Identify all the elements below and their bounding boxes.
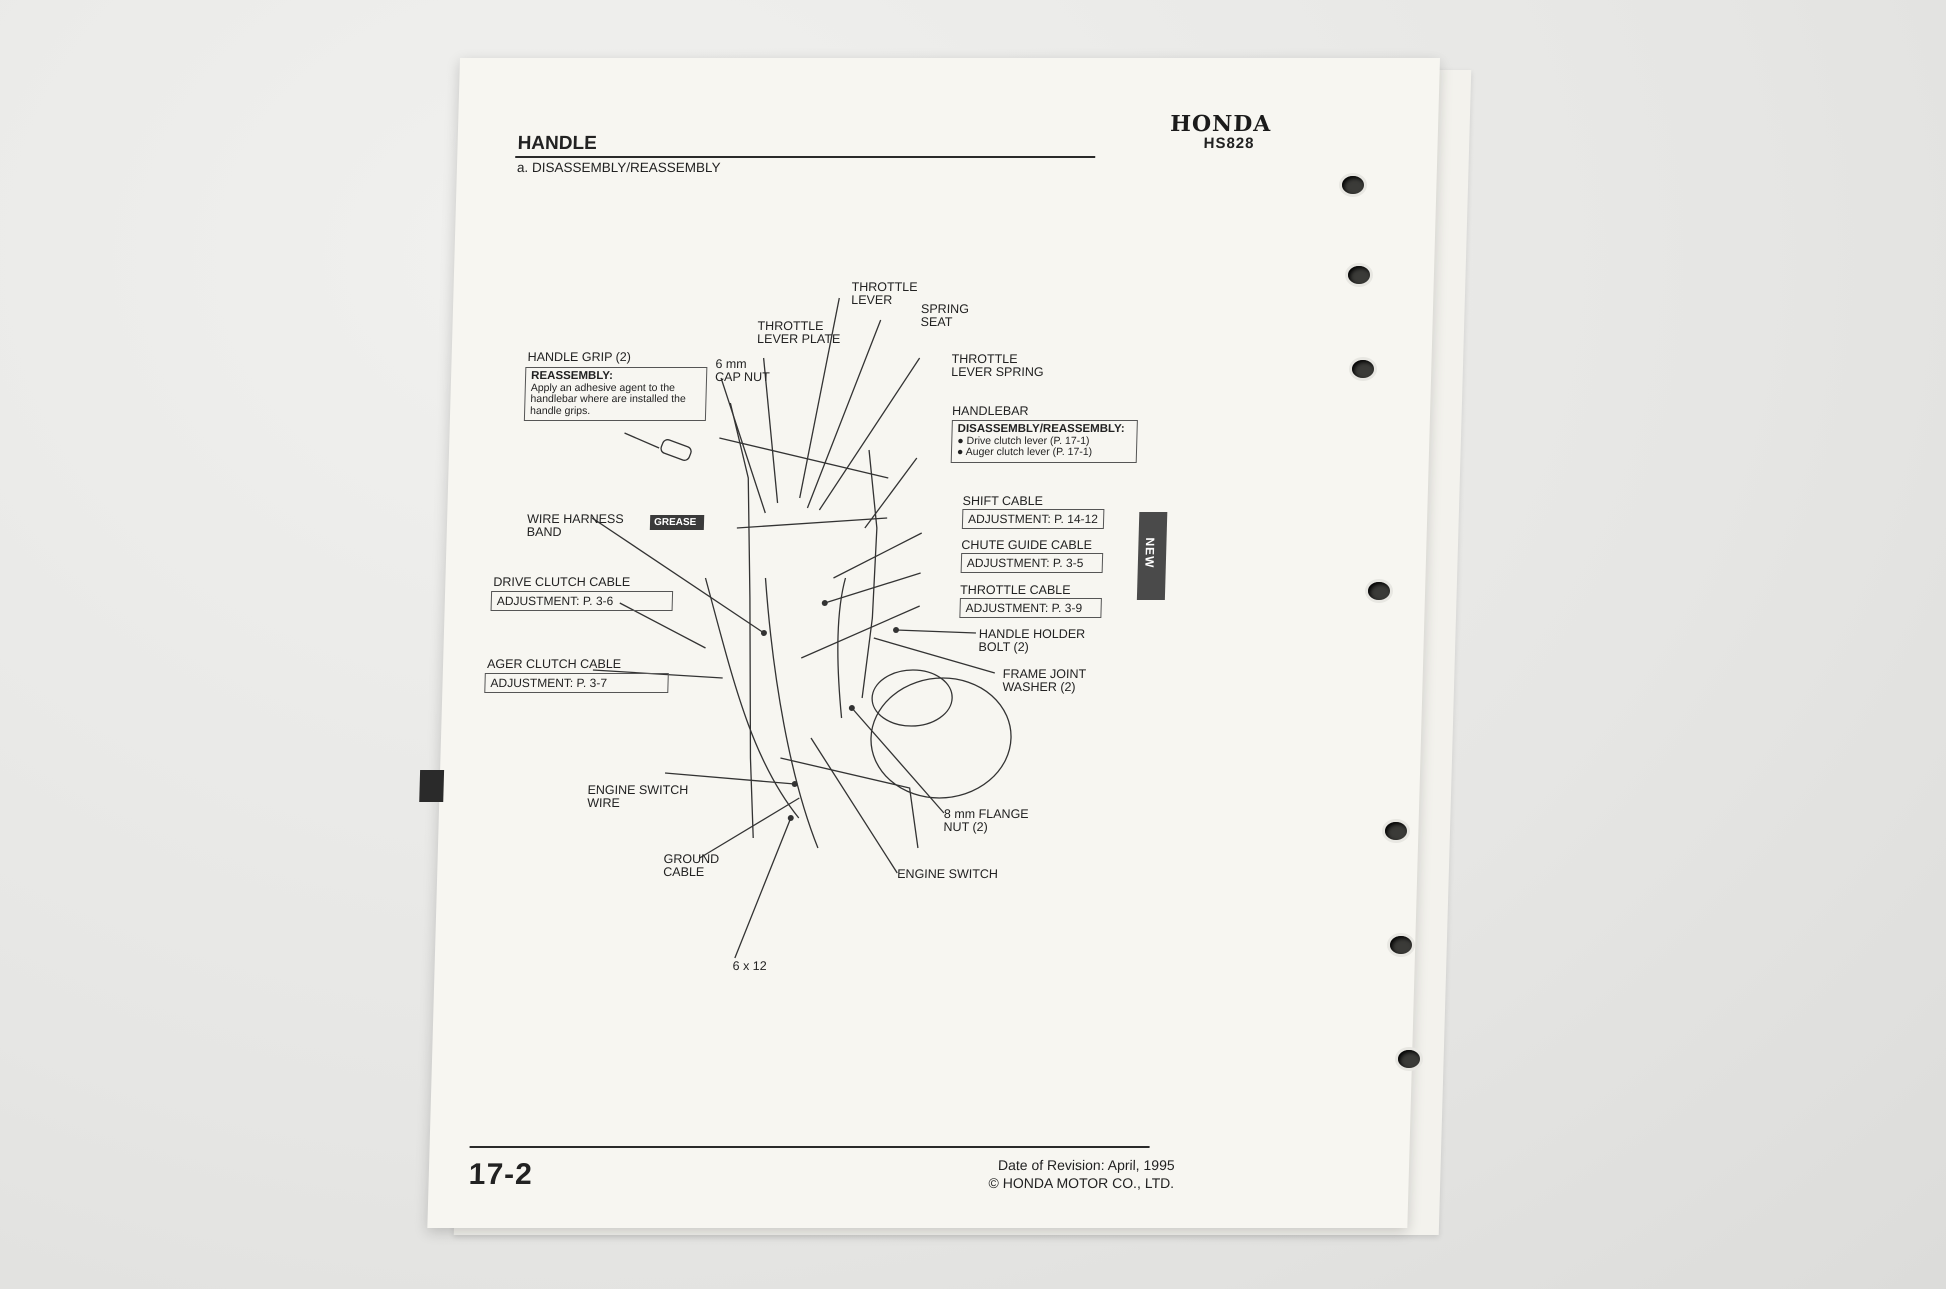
revision-date: Date of Revision: April, 1995 <box>997 1157 1175 1173</box>
new-tab-marker: NEW <box>1136 512 1168 600</box>
drive-cable-line <box>704 577 800 819</box>
binder-hole <box>1342 176 1364 194</box>
binder-hole <box>1385 822 1407 840</box>
auger-cable-line <box>764 577 819 849</box>
margin-marker <box>419 770 445 802</box>
engine-base <box>780 757 919 849</box>
manual-page: HONDA HS828 HANDLE a. DISASSEMBLY/REASSE… <box>419 58 1440 1228</box>
copyright: © HONDA MOTOR CO., LTD. <box>988 1175 1175 1191</box>
reassembly-note-text: Apply an adhesive agent to the handlebar… <box>529 381 686 417</box>
grease-tag: GREASE <box>653 517 697 528</box>
shift-cable-adjustment: ADJUSTMENT: P. 14-12 <box>961 509 1105 529</box>
engine-block <box>870 677 1012 799</box>
binder-hole <box>1398 1050 1420 1068</box>
frame-right-rail <box>861 449 878 699</box>
page-number: 17-2 <box>468 1158 534 1191</box>
handlebar-note: DISASSEMBLY/REASSEMBLY: ● Drive clutch l… <box>950 420 1138 463</box>
handle-grip-shape <box>660 439 692 461</box>
drive-clutch-cable-adjustment: ADJUSTMENT: P. 3-6 <box>490 591 674 611</box>
handlebar-note-item: ● Auger clutch lever (P. 17-1) <box>956 446 1093 458</box>
throttle-cable-adjustment: ADJUSTMENT: P. 3-9 <box>959 598 1102 618</box>
handlebar-crossbar <box>719 437 889 479</box>
reassembly-note-title: REASSEMBLY: <box>530 370 614 382</box>
label-ager-clutch-cable: AGER CLUTCH CABLE <box>486 657 622 671</box>
ager-clutch-cable-adjustment: ADJUSTMENT: P. 3-7 <box>484 673 669 693</box>
lower-crossbar <box>736 517 888 529</box>
label-chute-guide-cable: CHUTE GUIDE CABLE <box>961 538 1093 552</box>
chute-guide-cable-adjustment: ADJUSTMENT: P. 3-5 <box>960 553 1104 573</box>
handle-assembly-diagram <box>591 297 1012 959</box>
label-bolt-6x12: 6 x 12 <box>732 959 767 973</box>
label-engine-switch: ENGINE SWITCH <box>897 867 999 881</box>
label-drive-clutch-cable: DRIVE CLUTCH CABLE <box>493 575 631 589</box>
reassembly-note: REASSEMBLY: Apply an adhesive agent to t… <box>523 367 708 421</box>
footer-rule <box>469 1146 1150 1148</box>
label-shift-cable: SHIFT CABLE <box>962 494 1044 508</box>
revision-info: Date of Revision: April, 1995 © HONDA MO… <box>988 1156 1175 1192</box>
binder-hole <box>1368 582 1390 600</box>
label-handle-grip: HANDLE GRIP (2) <box>527 350 632 364</box>
frame-left-rail <box>729 402 754 839</box>
handlebar-note-title: DISASSEMBLY/REASSEMBLY: <box>957 423 1125 435</box>
label-handlebar: HANDLEBAR <box>951 404 1029 418</box>
binder-hole <box>1352 360 1374 378</box>
engine-cylinder <box>871 669 953 727</box>
binder-hole <box>1390 936 1412 954</box>
label-throttle-cable: THROTTLE CABLE <box>959 583 1071 597</box>
grease-tag-shape <box>649 515 705 530</box>
binder-hole <box>1348 266 1370 284</box>
throttle-cable-line <box>837 577 847 719</box>
